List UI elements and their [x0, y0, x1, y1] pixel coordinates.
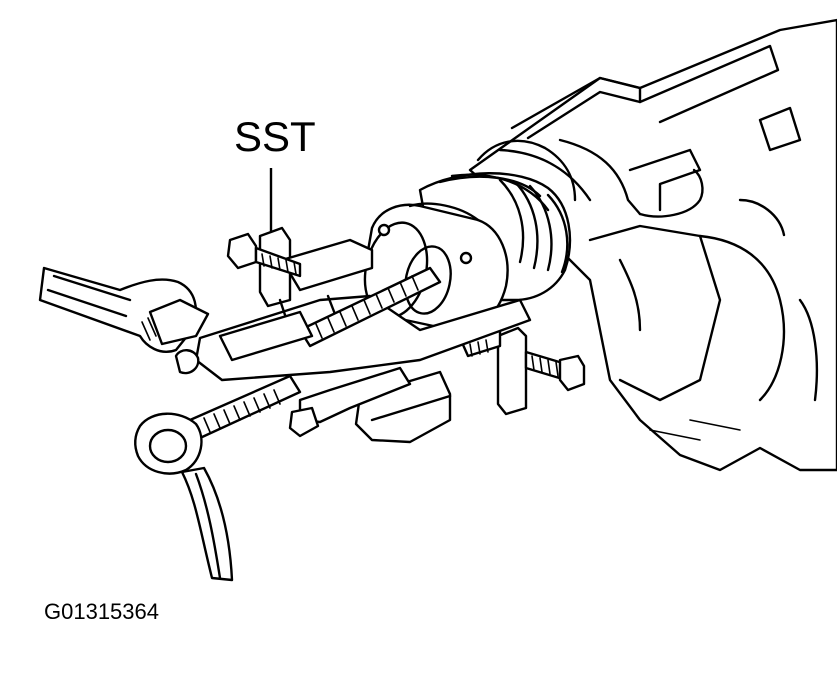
center-screw: [218, 266, 442, 362]
figure-id: G01315364: [44, 599, 159, 624]
sst-callout-label: SST: [234, 113, 316, 160]
adjustable-wrench: [38, 266, 210, 375]
engine-housing: [468, 18, 837, 472]
ring-wrench: [134, 374, 302, 582]
upper-clamp: [226, 226, 374, 308]
lower-clamp: [458, 324, 586, 416]
